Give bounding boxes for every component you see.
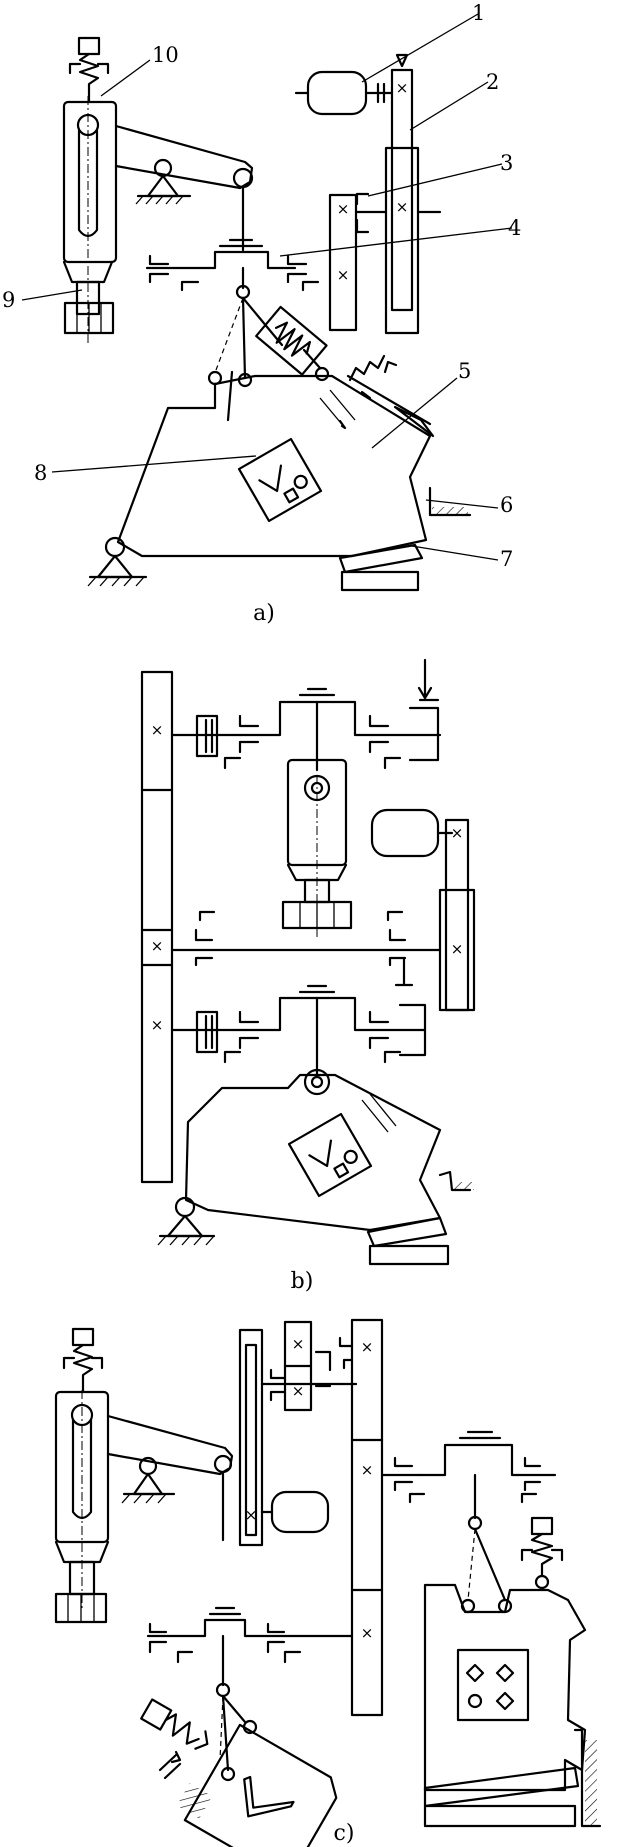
svg-text:×: × — [151, 1016, 164, 1034]
panel-a: × × × × — [2, 1, 521, 626]
svg-text:×: × — [337, 266, 350, 284]
callout-6: 6 — [500, 493, 513, 517]
caption-c: c) — [334, 1821, 355, 1846]
panel-a-press-head — [62, 36, 118, 345]
panel-a-leaders — [21, 13, 513, 561]
svg-text:×: × — [396, 198, 409, 216]
callout-3: 3 — [500, 151, 513, 175]
panel-c: × × × × × × — [54, 1318, 602, 1847]
panel-b: × × × × × — [140, 658, 476, 1294]
callout-9: 9 — [2, 288, 15, 312]
svg-text:×: × — [451, 940, 464, 958]
panel-a-crankshaft — [145, 238, 320, 388]
caption-b: b) — [291, 1269, 314, 1294]
svg-text:×: × — [361, 1461, 374, 1479]
callout-1: 1 — [472, 1, 485, 25]
svg-text:×: × — [245, 1506, 258, 1524]
panel-a-frame — [87, 354, 472, 592]
svg-text:×: × — [337, 200, 350, 218]
panel-a-lever — [114, 124, 254, 252]
svg-text:×: × — [151, 721, 164, 739]
svg-text:×: × — [151, 937, 164, 955]
svg-text:×: × — [292, 1335, 305, 1353]
svg-text:×: × — [396, 79, 409, 97]
callout-7: 7 — [500, 547, 513, 571]
caption-a: a) — [253, 601, 275, 626]
svg-text:×: × — [361, 1338, 374, 1356]
svg-text:×: × — [451, 824, 464, 842]
callout-5: 5 — [458, 359, 471, 383]
svg-text:×: × — [292, 1382, 305, 1400]
callout-2: 2 — [486, 70, 499, 94]
svg-text:×: × — [361, 1624, 374, 1642]
panel-a-overload-spring — [255, 305, 330, 382]
panel-a-drive: × × × × — [294, 53, 442, 335]
callout-8: 8 — [34, 461, 47, 485]
panel-a-callouts: 1 2 3 4 5 6 7 8 9 10 — [2, 1, 521, 571]
callout-10: 10 — [152, 43, 179, 67]
callout-4: 4 — [508, 216, 521, 240]
